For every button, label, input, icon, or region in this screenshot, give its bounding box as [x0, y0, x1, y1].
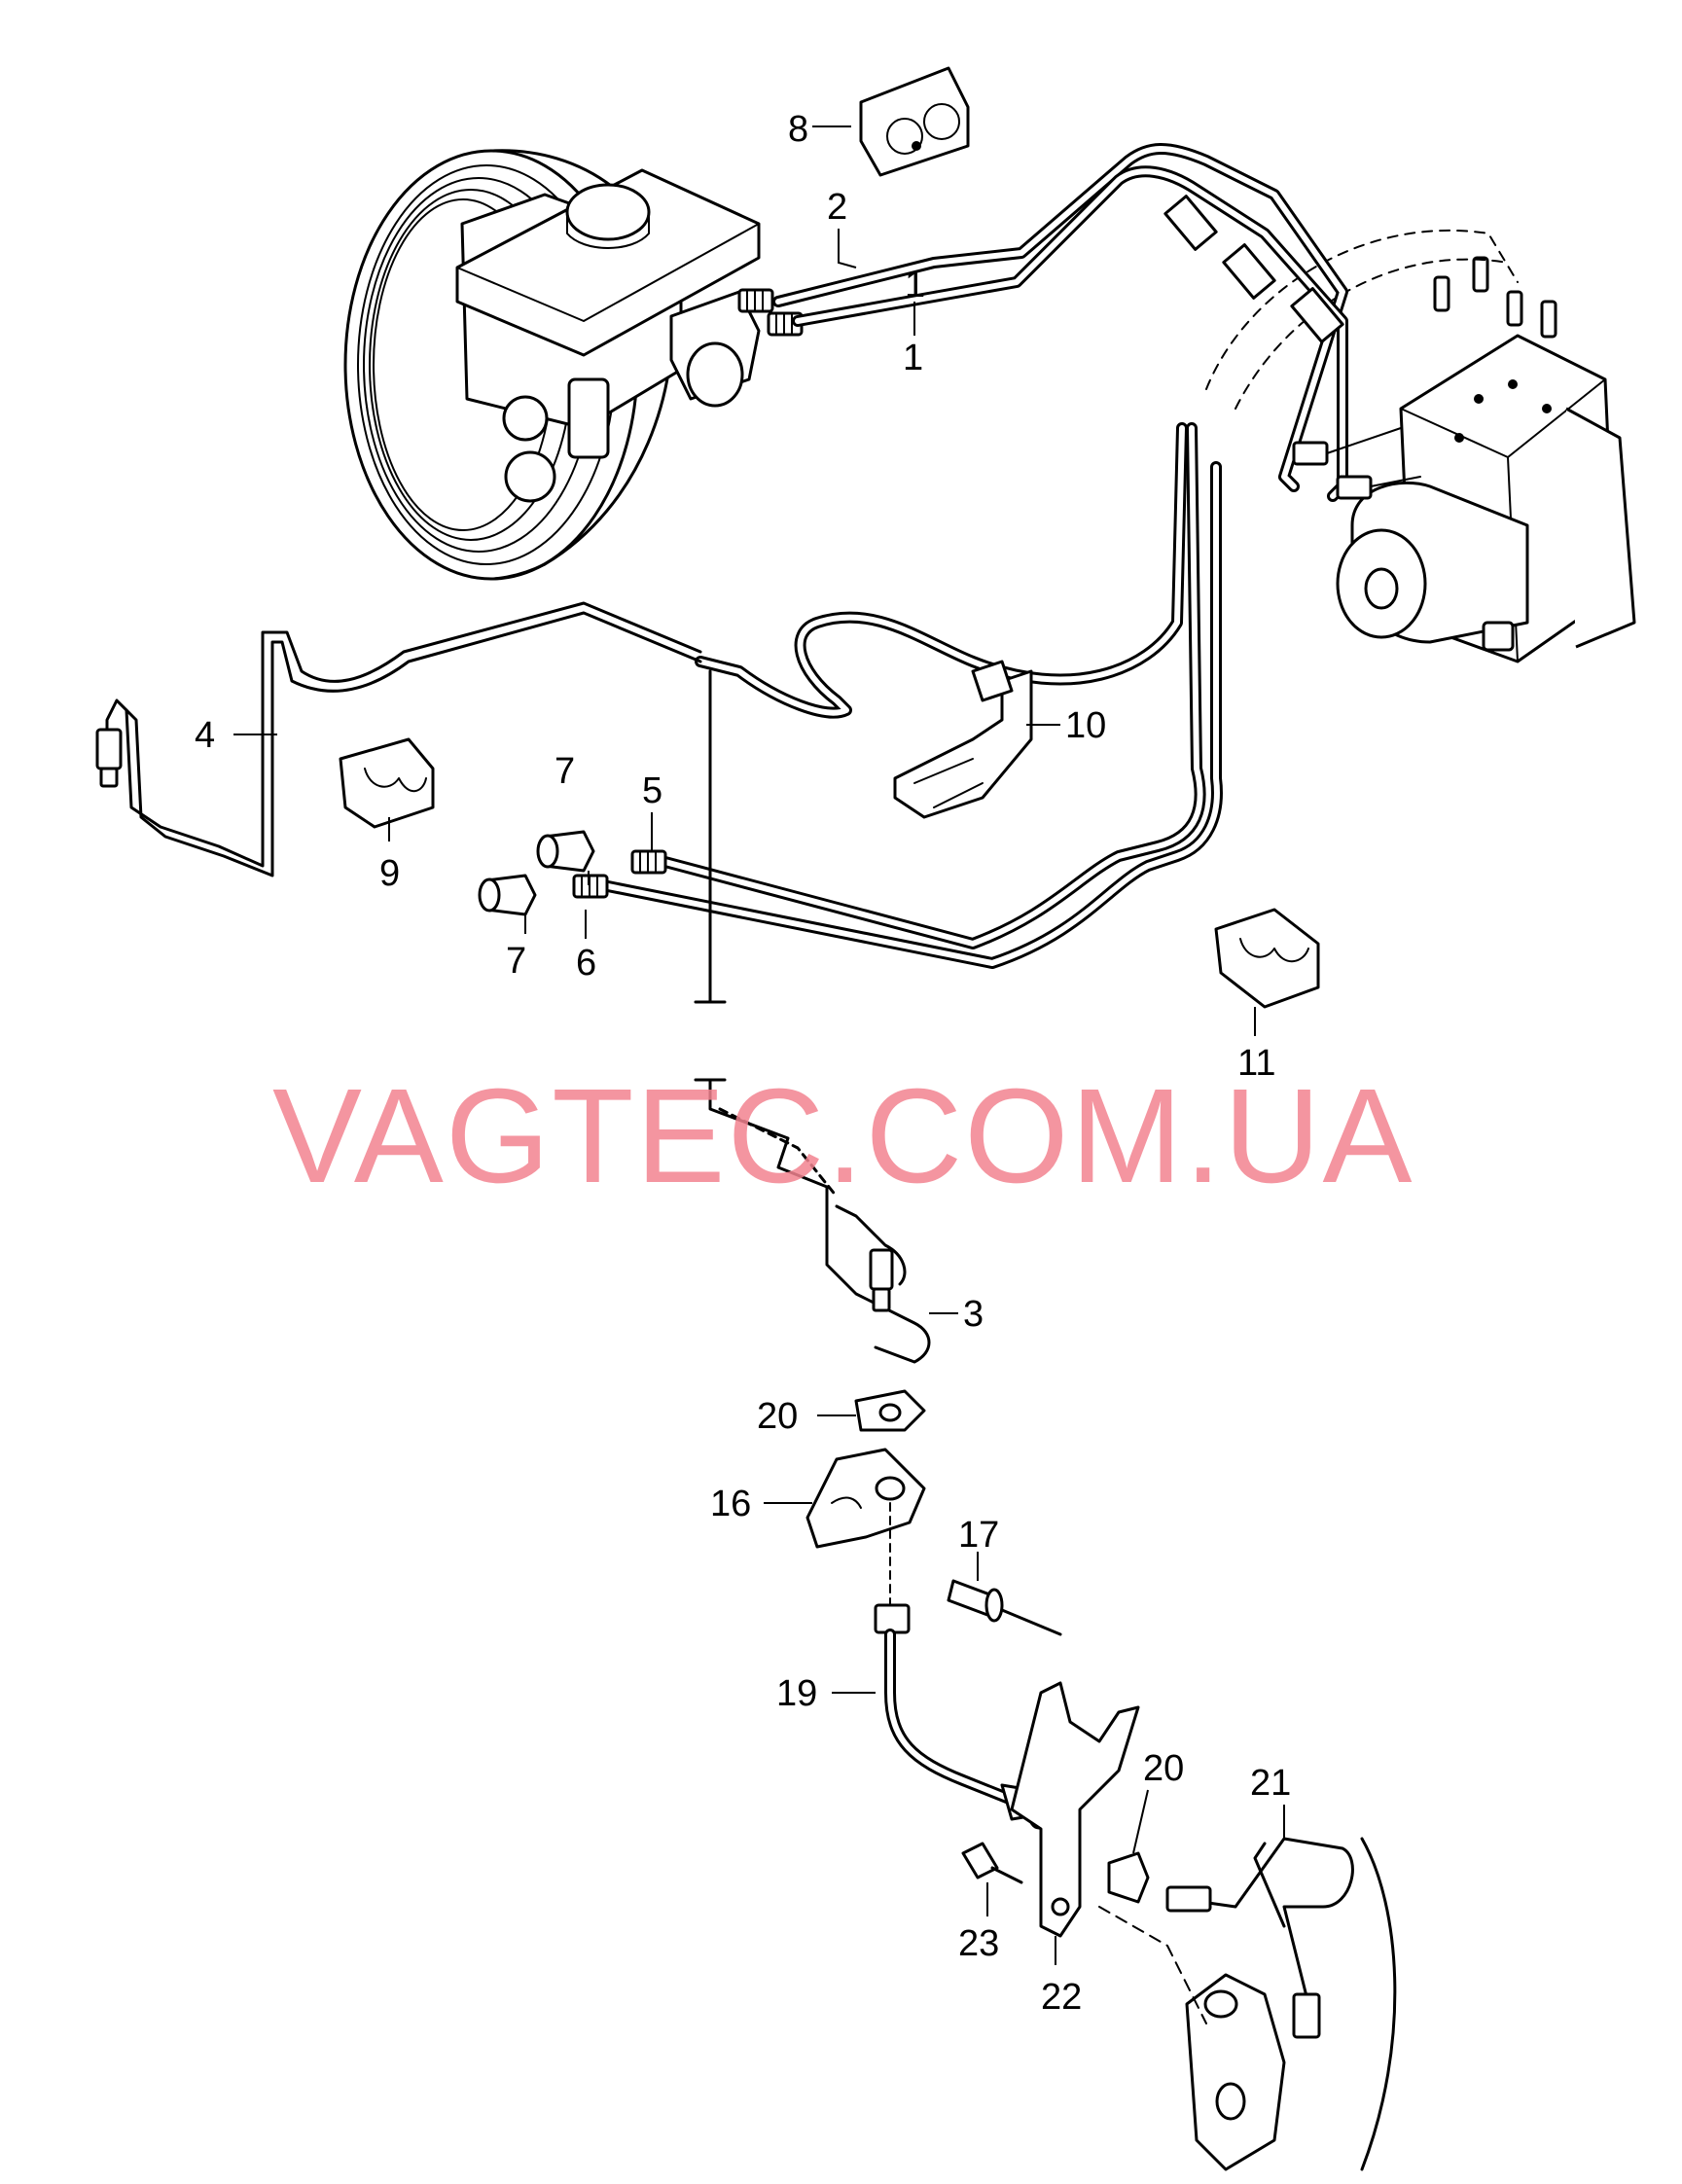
fitting-6	[572, 874, 609, 899]
abs-fitting-1	[1292, 441, 1329, 466]
abs-hydraulic-unit	[1205, 229, 1636, 663]
callout-4: 4	[195, 715, 215, 756]
booster-bolt-1	[502, 395, 549, 442]
part-11-clip	[1214, 908, 1320, 1009]
callout-1a: 1	[905, 265, 925, 305]
brake-line-4-fitting	[95, 728, 123, 788]
brake-line-5-6a	[636, 422, 1206, 949]
reservoir-cap-side	[566, 211, 650, 249]
callout-7b: 7	[506, 941, 526, 982]
brake-booster-master-cylinder	[343, 149, 804, 581]
brake-line-2	[772, 143, 1348, 492]
part-23-bolt	[961, 1842, 1023, 1884]
callout-23: 23	[958, 1923, 999, 1964]
abs-fitting-2	[1336, 475, 1373, 500]
callout-22: 22	[1041, 1977, 1082, 2018]
booster-bolt-2	[504, 450, 556, 503]
leader-lines	[233, 125, 1285, 1965]
part-9-clip	[339, 737, 435, 829]
part-8-clip	[859, 66, 970, 177]
abs-connector	[1482, 621, 1515, 652]
reservoir-cap	[565, 183, 651, 241]
callout-19: 19	[776, 1673, 817, 1714]
abs-port-bolts	[1433, 256, 1557, 339]
brake-line-1	[792, 165, 1348, 502]
plug-7-upper	[536, 830, 595, 873]
part-20-clip-lower	[1107, 1851, 1150, 1904]
part-10-bracket	[893, 660, 1033, 819]
brake-line-5-6b	[578, 461, 1223, 969]
booster-pushrod	[567, 377, 610, 459]
callout-17: 17	[958, 1515, 999, 1556]
callout-10: 10	[1065, 705, 1106, 746]
part-17-rivet	[947, 1579, 1062, 1636]
brake-line-3	[708, 1078, 931, 1364]
callout-5: 5	[642, 770, 662, 811]
callout-8: 8	[788, 109, 808, 150]
callout-9: 9	[379, 853, 400, 894]
reservoir-body	[455, 168, 761, 357]
part-20-clip-upper	[854, 1389, 926, 1432]
abs-control-module	[1565, 407, 1636, 649]
callout-3: 3	[963, 1294, 984, 1335]
brake-lines	[95, 143, 1421, 1364]
abs-pump-motor-shaft	[1364, 567, 1399, 610]
callout-1b: 1	[903, 338, 923, 378]
master-cylinder-fitting-upper	[737, 288, 774, 313]
master-cylinder-port	[686, 341, 744, 408]
callout-16: 16	[710, 1484, 751, 1524]
callout-2: 2	[827, 187, 847, 228]
brake-line-4	[105, 611, 702, 877]
fitting-3	[869, 1248, 894, 1312]
plug-7-lower	[478, 874, 537, 916]
part-22-bracket	[1010, 1681, 1140, 1938]
callout-21: 21	[1250, 1763, 1291, 1804]
callout-20a: 20	[757, 1396, 798, 1437]
watermark: VAGTEC.COM.UA	[272, 1061, 1414, 1211]
fitting-5	[630, 849, 667, 875]
callout-labels: 8 2 1 1 4 9 5 7 7 6 10 11 3 20 16 17 19 …	[195, 109, 1291, 2018]
brake-caliper	[1185, 1837, 1397, 2171]
callout-11: 11	[1237, 1043, 1275, 1084]
part-16-bracket	[805, 1448, 926, 1549]
callout-7a: 7	[555, 751, 575, 792]
part-21-brake-line	[1165, 1837, 1354, 2039]
callout-6: 6	[576, 943, 596, 984]
callout-20b: 20	[1143, 1748, 1184, 1789]
reservoir-edge	[456, 223, 760, 322]
